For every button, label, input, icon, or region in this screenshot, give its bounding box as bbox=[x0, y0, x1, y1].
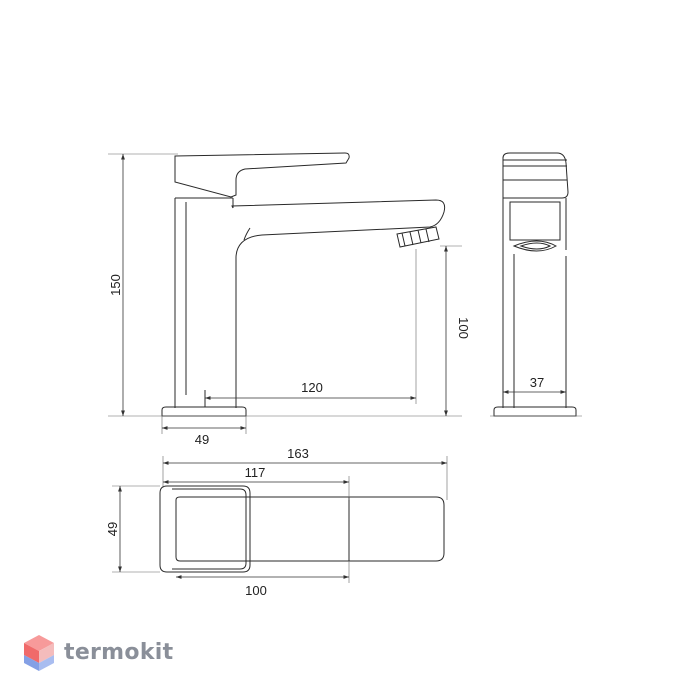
side-aerator bbox=[512, 240, 558, 252]
top-handle-lever bbox=[175, 496, 445, 562]
dim-height-total: 150 bbox=[108, 274, 123, 296]
brand-logo-text: termokit bbox=[64, 640, 174, 665]
dim-spout-height: 100 bbox=[456, 317, 471, 339]
side-base bbox=[493, 406, 577, 417]
top-view: 163 117 49 100 bbox=[105, 446, 448, 598]
front-spout bbox=[231, 199, 446, 408]
front-handle bbox=[174, 152, 350, 198]
side-body bbox=[502, 198, 567, 408]
top-base-plate bbox=[159, 485, 251, 573]
front-aerator bbox=[396, 226, 440, 248]
side-view: 37 bbox=[490, 152, 582, 417]
side-handle bbox=[502, 152, 569, 199]
dim-top-width: 49 bbox=[105, 522, 120, 536]
dim-top-base-length: 100 bbox=[245, 583, 267, 598]
dim-spout-reach: 120 bbox=[301, 380, 323, 395]
dim-top-total-length: 163 bbox=[287, 446, 309, 461]
dim-side-depth: 37 bbox=[530, 375, 544, 390]
termokit-logo-icon bbox=[24, 635, 54, 671]
front-view: 150 100 120 49 bbox=[108, 152, 471, 447]
dim-base-width-front: 49 bbox=[195, 432, 209, 447]
front-body bbox=[174, 197, 234, 408]
front-base bbox=[161, 406, 247, 417]
dim-top-handle-length: 117 bbox=[245, 465, 266, 480]
